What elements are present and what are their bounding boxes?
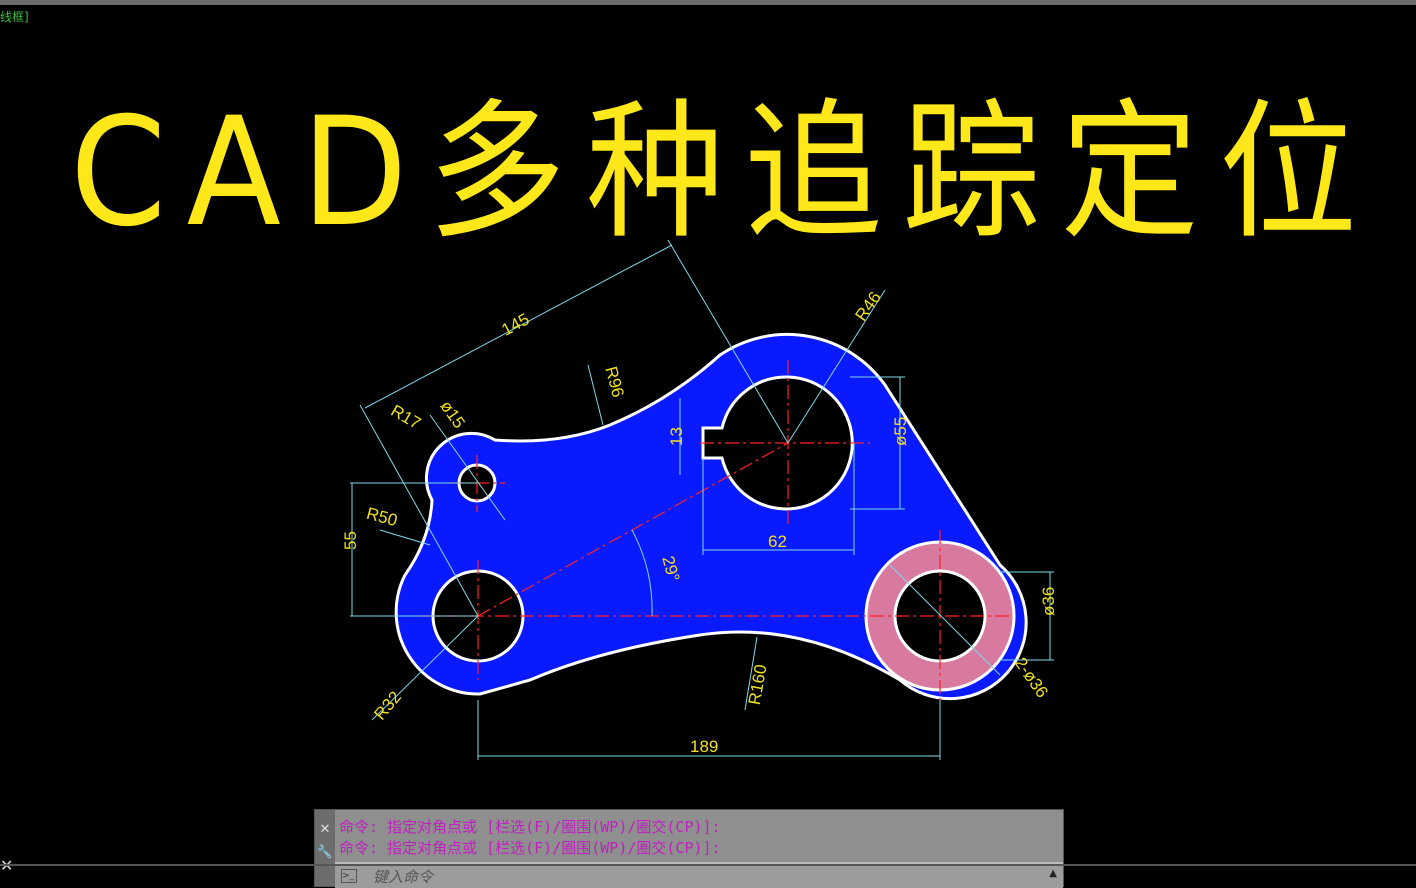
command-history-line: 命令: 指定对角点或 [栏选(F)/圈围(WP)/圈交(CP)]: <box>339 818 721 836</box>
wrench-icon[interactable]: 🔧 <box>316 845 334 860</box>
part-outline <box>394 332 1028 701</box>
command-history-line: 命令: 指定对角点或 [栏选(F)/圈围(WP)/圈交(CP)]: <box>339 839 721 857</box>
window-top-bar <box>0 0 1416 5</box>
status-bar-divider <box>0 864 1416 866</box>
command-prompt-icon[interactable]: >_ <box>341 869 357 883</box>
viewport-label[interactable]: 线框] <box>0 10 29 24</box>
dim-189: 189 <box>690 737 718 756</box>
dim-55: 55 <box>341 531 360 550</box>
dimension-lines <box>350 239 1054 760</box>
dim-d55: ø55 <box>891 417 910 446</box>
dim-d36: ø36 <box>1039 587 1058 616</box>
dim-2x36: 2-ø36 <box>1011 654 1052 701</box>
dim-13: 13 <box>667 427 686 446</box>
dim-r46: R46 <box>851 288 884 324</box>
command-input-placeholder: 键入命令 <box>373 868 434 886</box>
dim-d15: ø15 <box>436 397 468 432</box>
close-icon[interactable]: ✕ <box>319 822 331 837</box>
dim-r17: R17 <box>388 401 425 433</box>
dim-145: 145 <box>498 310 532 340</box>
dim-r160: R160 <box>745 663 771 706</box>
command-window: ✕ 🔧 命令: 指定对角点或 [栏选(F)/圈围(WP)/圈交(CP)]: 命令… <box>314 809 1064 888</box>
command-input[interactable]: >_ 键入命令 ▲ <box>335 862 1063 888</box>
dim-r96: R96 <box>601 364 627 399</box>
command-window-sidebar: ✕ 🔧 <box>315 810 335 886</box>
dim-62: 62 <box>768 532 787 551</box>
dim-r50: R50 <box>364 504 399 530</box>
video-title-overlay: CAD多种追踪定位 <box>70 86 1378 260</box>
history-arrow-icon[interactable]: ▲ <box>1049 868 1057 879</box>
